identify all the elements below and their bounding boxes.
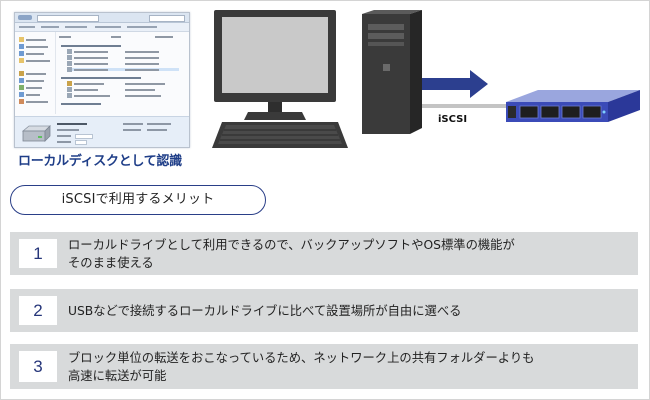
monitor-icon [214, 10, 336, 120]
merit-text-line: ローカルドライブとして利用できるので、バックアップソフトやOS標準の機能が [68, 238, 515, 252]
iscsi-connection-illustration [212, 10, 640, 148]
merit-row-2: 2 USBなどで接続するローカルドライブに比べて設置場所が自由に選べる [10, 289, 638, 332]
rack-nas-server-icon [506, 90, 640, 122]
connection-line [422, 104, 508, 108]
iscsi-connection-label: iSCSI [438, 114, 468, 125]
merit-row-1: 1 ローカルドライブとして利用できるので、バックアップソフトやOS標準の機能が … [10, 232, 638, 275]
merit-text: ローカルドライブとして利用できるので、バックアップソフトやOS標準の機能が その… [68, 236, 616, 272]
merit-title: iSCSIで利用するメリット [10, 185, 266, 215]
explorer-toolbar [15, 23, 189, 32]
merit-text-line: USBなどで接続するローカルドライブに比べて設置場所が自由に選べる [68, 304, 462, 318]
merit-text-line: そのまま使える [68, 256, 154, 270]
merit-text: USBなどで接続するローカルドライブに比べて設置場所が自由に選べる [68, 302, 616, 320]
hard-drive-icon [21, 125, 51, 142]
pc-tower-icon [362, 10, 422, 134]
explorer-window-thumbnail [14, 12, 190, 148]
merit-number: 1 [19, 239, 57, 268]
merit-text-line: 高速に転送が可能 [68, 369, 167, 383]
keyboard-icon [212, 122, 348, 148]
local-disk-caption: ローカルディスクとして認識 [18, 154, 182, 169]
address-bar [15, 13, 189, 23]
arrow-right-icon [422, 70, 488, 98]
merit-text-line: ブロック単位の転送をおこなっているため、ネットワーク上の共有フォルダーよりも [68, 351, 535, 365]
merit-text: ブロック単位の転送をおこなっているため、ネットワーク上の共有フォルダーよりも 高… [68, 349, 616, 385]
merit-number: 2 [19, 296, 57, 325]
explorer-sidebar [15, 32, 56, 114]
merit-row-3: 3 ブロック単位の転送をおこなっているため、ネットワーク上の共有フォルダーよりも… [10, 344, 638, 389]
explorer-details-pane [15, 116, 189, 147]
merit-number: 3 [19, 351, 57, 382]
